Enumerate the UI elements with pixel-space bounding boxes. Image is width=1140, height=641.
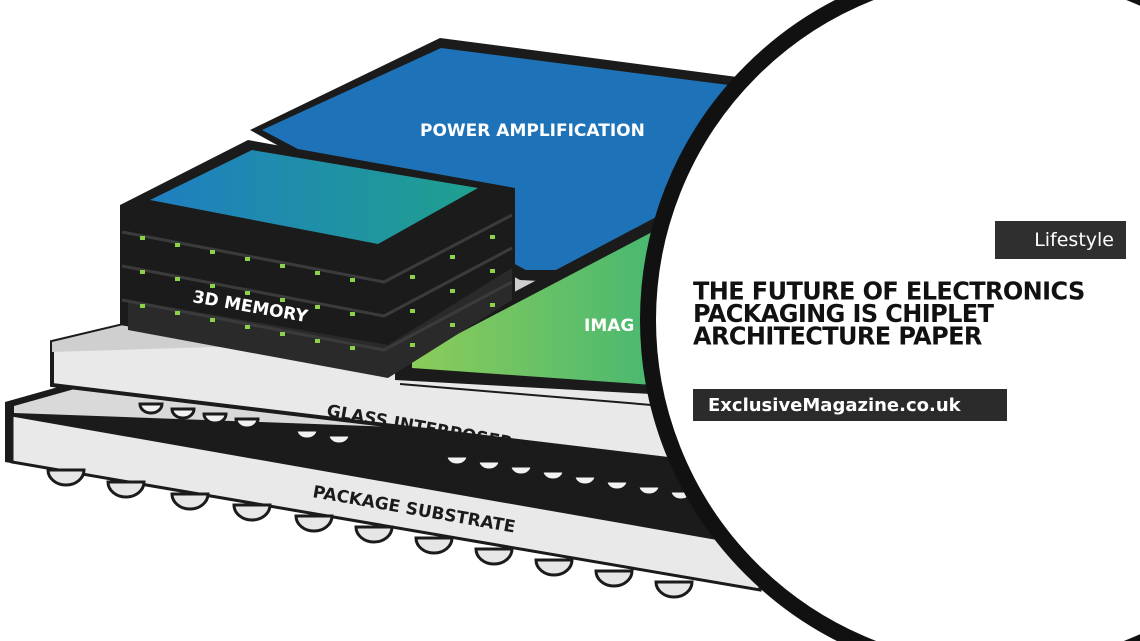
label-power-amplification: POWER AMPLIFICATION: [420, 121, 645, 141]
solder-balls-bottom: [46, 468, 694, 599]
memory-layer-lines: [121, 213, 513, 352]
memory-stack: [120, 140, 515, 378]
power-amplification-die: [250, 38, 760, 292]
article-title: THE FUTURE OF ELECTRONICS PACKAGING IS C…: [693, 277, 1085, 351]
label-image: IMAG: [584, 316, 634, 336]
category-badge[interactable]: Lifestyle: [995, 221, 1126, 259]
source-badge[interactable]: ExclusiveMagazine.co.uk: [693, 389, 1007, 421]
article-panel-circle: [640, 0, 1140, 641]
memory-connector-dots: [140, 235, 495, 350]
